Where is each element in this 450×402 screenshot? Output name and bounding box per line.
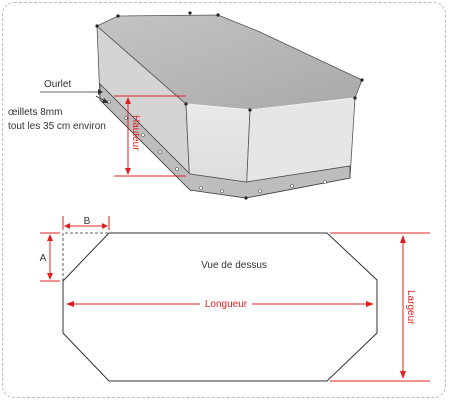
- top-view-title: Vue de dessus: [201, 260, 267, 271]
- hem-band: [99, 83, 351, 199]
- longueur-label: Longueur: [205, 299, 248, 310]
- dashed-frame: [2, 2, 446, 398]
- oeillets-label-line2: tout les 35 cm environ: [8, 121, 106, 132]
- top-view: Vue de dessus Longueur Largeur B A: [40, 216, 430, 382]
- cover-3d: [95, 11, 364, 200]
- a-label: A: [40, 253, 47, 264]
- b-label: B: [84, 216, 91, 227]
- ourlet-label: Ourlet: [44, 79, 71, 90]
- oeillets-label-line1: œillets 8mm: [8, 107, 62, 118]
- hauteur-dimension: Hauteur: [114, 95, 186, 177]
- hauteur-label: Hauteur: [130, 115, 141, 151]
- largeur-label: Largeur: [405, 290, 416, 325]
